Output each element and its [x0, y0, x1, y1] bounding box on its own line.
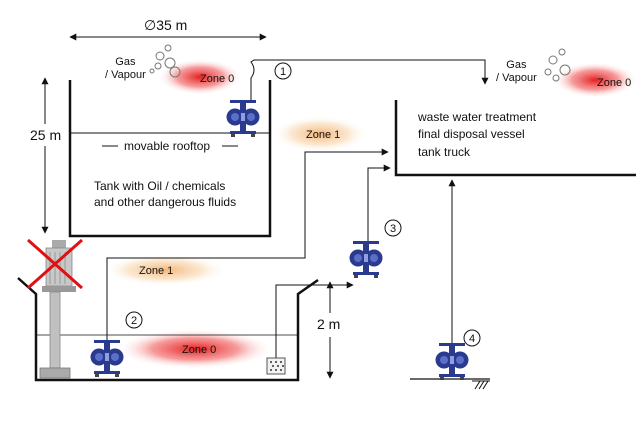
destination-line3: tank truck — [418, 145, 471, 159]
pipe-strainer — [275, 281, 354, 358]
marker-circles — [125, 62, 481, 347]
zone0-glow-right — [553, 62, 637, 98]
marker-3: 3 — [390, 223, 396, 235]
crossed-out-centrifugal-pump-icon — [27, 238, 83, 379]
gas-vapour-left-label: Gas / Vapour — [105, 56, 146, 81]
rooftop-label: movable rooftop — [124, 139, 210, 153]
sump-pit — [17, 277, 319, 382]
zone-glows — [103, 59, 637, 369]
gas-vapour-right-label: Gas / Vapour — [496, 59, 537, 84]
tank-height-label: 25 m — [30, 127, 61, 143]
destination-line2: final disposal vessel — [418, 127, 525, 141]
diameter-label: ∅35 m — [144, 17, 187, 33]
zone0-glow-top — [158, 59, 242, 95]
sump-depth-label: 2 m — [317, 316, 340, 332]
pipe-3 — [367, 164, 391, 245]
destination-vessel — [394, 100, 636, 177]
strainer-icon — [266, 357, 286, 375]
zone1-mid-label: Zone 1 — [139, 265, 173, 277]
bubble-icon — [149, 44, 571, 82]
zone1-glow-mid — [103, 254, 227, 286]
diaphragm-pump-icon-1 — [226, 100, 260, 137]
marker-4: 4 — [469, 333, 475, 345]
zone1-top-label: Zone 1 — [306, 129, 340, 141]
diaphragm-pump-icon-3 — [349, 241, 383, 278]
marker-1: 1 — [280, 66, 286, 78]
zone0-glow-sump — [117, 329, 273, 369]
zone1-glow-top — [272, 116, 368, 152]
tank-contents-line2: and other dangerous fluids — [94, 195, 236, 209]
diaphragm-pump-icon-4 — [435, 343, 469, 380]
pipe-2 — [106, 148, 389, 343]
destination-line1: waste water treatment — [417, 110, 537, 124]
main-tank — [68, 80, 272, 238]
tank-contents-line1: Tank with Oil / chemicals — [94, 179, 225, 193]
marker-2: 2 — [131, 315, 137, 327]
ground-hatch-icon — [472, 380, 490, 390]
zone0-right-label: Zone 0 — [597, 77, 631, 89]
zone0-top-label: Zone 0 — [200, 73, 234, 85]
zone0-sump-label: Zone 0 — [182, 344, 216, 356]
pipe-top — [250, 59, 489, 100]
